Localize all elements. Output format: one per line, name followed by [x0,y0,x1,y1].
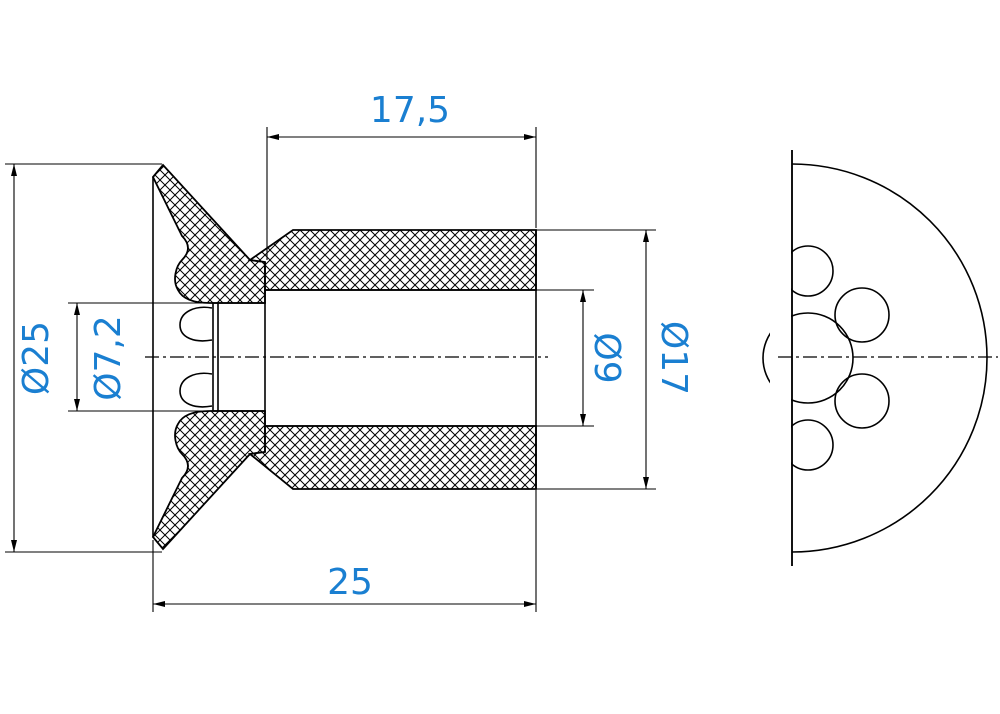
bore-diameter-label: Ø9 [586,332,627,383]
hole-upper-right [834,287,890,343]
upper-cavity [179,306,213,342]
outer-diameter-label: Ø25 [16,321,57,395]
dimensions: 17,5 25 Ø25 Ø7,2 Ø9 Ø17 [5,90,694,612]
hole-center [762,312,854,404]
lower-cavity [179,372,213,408]
body-diameter-label: Ø17 [653,321,694,395]
overall-length-label: 25 [327,562,373,603]
section-view [145,163,548,551]
half-disc-outline [791,163,988,553]
lower-body-wall [247,425,537,490]
upper-lip-section [151,163,266,304]
lower-lip-section [151,410,266,551]
upper-body-wall [247,229,537,291]
hole-lower-right [834,373,890,429]
small-bore-label: Ø7,2 [88,315,129,401]
side-view [762,150,998,570]
bore-length-label: 17,5 [370,90,450,131]
